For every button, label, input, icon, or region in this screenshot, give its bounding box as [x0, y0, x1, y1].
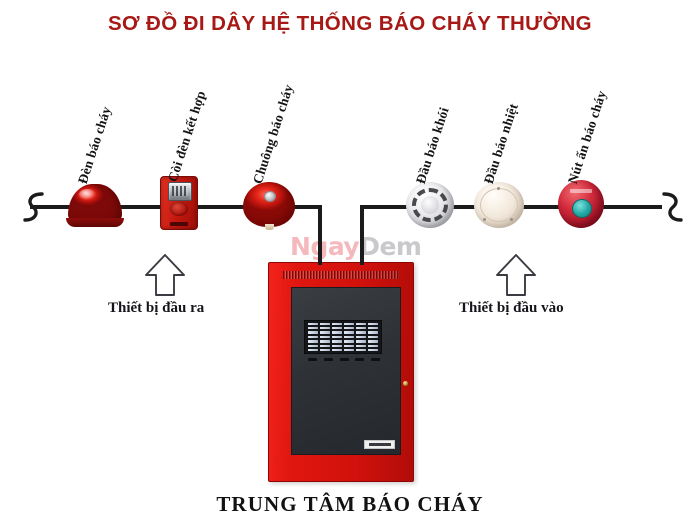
panel-button-row[interactable] [308, 358, 380, 361]
section-label-output-devices: Thiết bị đầu ra [108, 300, 205, 316]
heat-detector-dot [497, 187, 500, 190]
up-arrow-icon-input [494, 252, 538, 298]
section-label-input-devices: Thiết bị đầu vào [459, 300, 564, 316]
panel-button[interactable] [323, 358, 333, 361]
page-title: SƠ ĐỒ ĐI DÂY HỆ THỐNG BÁO CHÁY THƯỜNG [107, 12, 593, 35]
device-label-horn-strobe: Còi đèn kết hợp [164, 88, 209, 184]
up-arrow-icon-output [143, 252, 187, 298]
strobe-light-icon [68, 184, 122, 224]
wire-hook-icon-left [22, 190, 48, 224]
led-column [344, 322, 354, 352]
horn-strobe-icon [160, 176, 198, 230]
smoke-detector-vent-ring [412, 188, 448, 222]
panel-button[interactable] [339, 358, 349, 361]
horn-strobe-brand [170, 222, 188, 226]
led-column [356, 322, 366, 352]
heat-detector-rim [480, 188, 518, 222]
smoke-detector-core [421, 196, 439, 214]
panel-button[interactable] [308, 358, 317, 361]
watermark-part-a: Ngay [290, 232, 360, 261]
alarm-bell-tab [265, 224, 274, 230]
led-column [308, 322, 318, 352]
heat-detector-icon [474, 182, 524, 228]
panel-brand-logo [364, 440, 395, 449]
panel-front-face [291, 287, 401, 455]
smoke-detector-icon [406, 182, 454, 228]
heat-detector-dot [510, 218, 513, 221]
panel-led-zone-display [304, 320, 382, 354]
alarm-bell-hub [264, 191, 276, 202]
manual-call-point-text [570, 189, 592, 193]
led-column [368, 322, 378, 352]
horn-strobe-grille [170, 202, 188, 216]
wire-hook-icon-right [658, 190, 684, 224]
panel-button[interactable] [355, 358, 365, 361]
panel-lock-icon[interactable] [403, 381, 408, 386]
watermark-part-b: Dem [359, 232, 422, 261]
led-column [332, 322, 342, 352]
watermark: NgayDem [290, 232, 422, 261]
heat-detector-dot [483, 218, 486, 221]
device-label-heat-detector: Đầu báo nhiệt [480, 101, 521, 186]
device-label-smoke-detector: Đầu báo khói [412, 105, 452, 186]
device-label-manual-call-point: Nút ấn báo cháy [564, 88, 610, 186]
manual-call-point-icon [558, 180, 604, 228]
panel-button[interactable] [371, 358, 380, 361]
horn-strobe-lens [168, 182, 192, 201]
panel-ventilation-slots [283, 271, 399, 279]
manual-call-point-button [572, 199, 592, 218]
strobe-light-base [66, 218, 124, 227]
led-column [320, 322, 330, 352]
drop-wire-input [360, 205, 364, 265]
device-label-alarm-bell: Chuông báo cháy [249, 82, 297, 186]
device-label-strobe-light: Đèn báo cháy [74, 104, 114, 186]
alarm-bell-icon [243, 182, 295, 230]
drop-wire-output [318, 205, 322, 265]
fire-alarm-control-panel [268, 262, 414, 482]
control-panel-caption: TRUNG TÂM BÁO CHÁY [216, 492, 484, 516]
